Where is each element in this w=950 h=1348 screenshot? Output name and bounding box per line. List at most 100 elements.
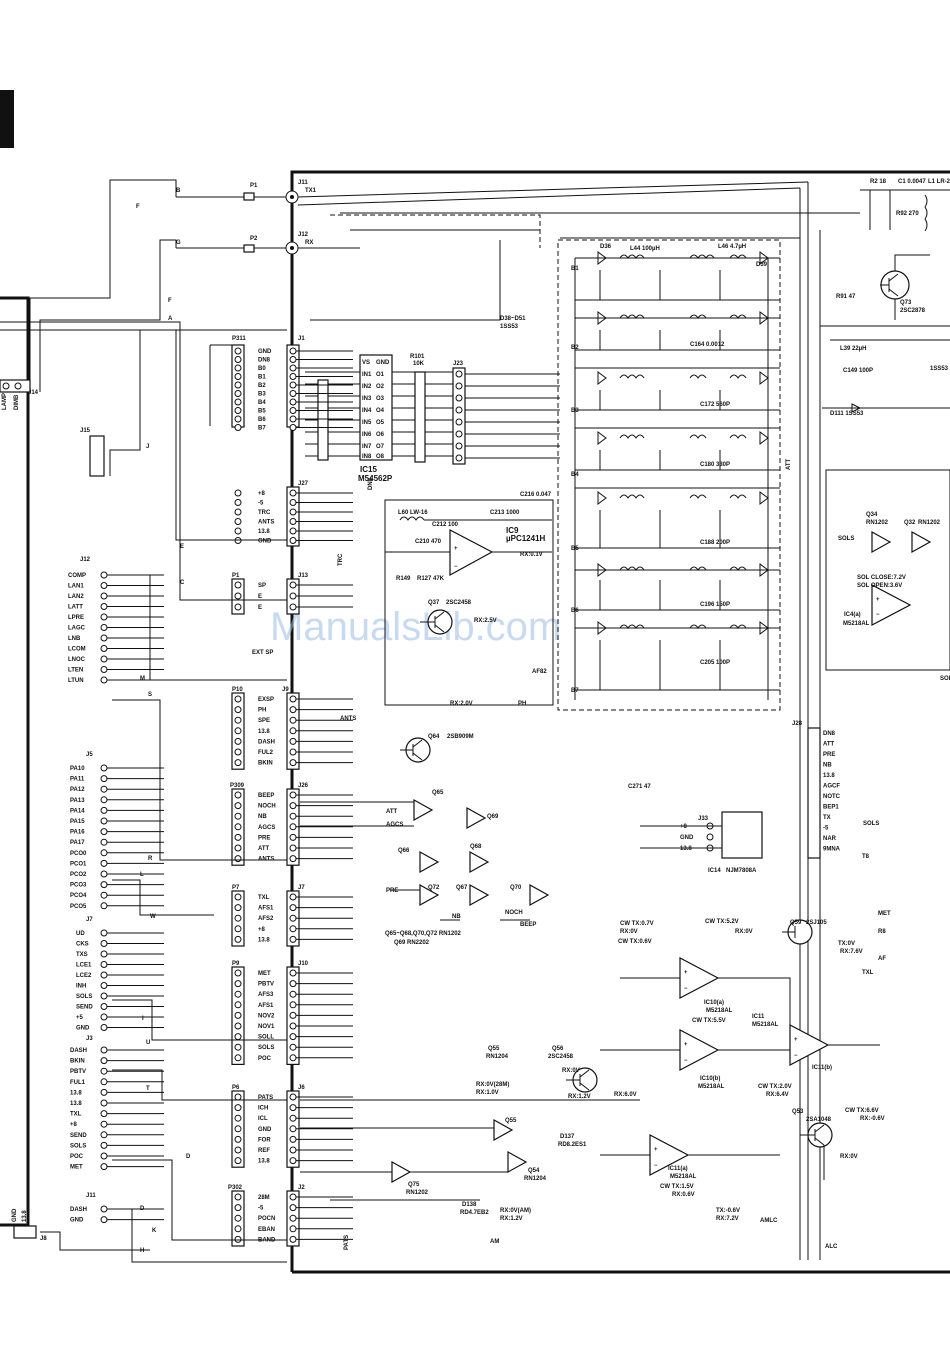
pin: [100, 666, 108, 673]
bus-letter: B: [176, 188, 181, 194]
pin-label: PA14: [70, 808, 85, 814]
pin-label: LCE2: [76, 973, 92, 979]
svg-text:O4: O4: [376, 408, 385, 414]
svg-text:Q69 RN2202: Q69 RN2202: [394, 940, 430, 946]
pin: [289, 398, 297, 406]
pin-label: PCO5: [70, 904, 87, 910]
svg-text:Q68: Q68: [470, 844, 482, 850]
svg-text:Q70: Q70: [510, 885, 522, 891]
pin: [289, 791, 297, 799]
pin-label: COMP: [68, 573, 86, 579]
pin: [100, 828, 108, 836]
pin: [234, 935, 242, 943]
pin-label: PCO3: [70, 883, 87, 889]
svg-text:O1: O1: [376, 372, 385, 378]
ic10-ic11-opamps: +− IC10(a) M5218AL +− IC10(b) M5218AL +−…: [600, 919, 885, 1222]
pin: [234, 518, 242, 525]
pin: [289, 347, 297, 355]
pin: [234, 990, 242, 998]
pin-label: PA16: [70, 830, 85, 836]
svg-text:RN1204: RN1204: [524, 1176, 547, 1182]
pin: [289, 833, 297, 841]
pin-label: PA10: [70, 766, 85, 772]
pin: [289, 581, 297, 589]
pin: [234, 914, 242, 922]
svg-text:RN1202: RN1202: [866, 520, 889, 526]
svg-text:SOLS: SOLS: [838, 536, 854, 542]
svg-text:2SC2878: 2SC2878: [900, 308, 926, 314]
pin-label: +8: [70, 1122, 78, 1128]
pin: [234, 695, 242, 703]
svg-text:R92 270: R92 270: [896, 211, 919, 217]
p7-label: P7: [232, 885, 240, 891]
pin: [100, 634, 108, 642]
pin-label: DN8: [823, 731, 836, 737]
q54-q56-group: Q56 2SC2458 Q55 RN1204 Q55 Q54 RN1204 Q7…: [300, 1046, 778, 1245]
pin-label: BKIN: [258, 761, 273, 767]
pin-label: +8: [680, 824, 688, 830]
svg-text:SOLS: SOLS: [863, 821, 879, 827]
svg-text:J5: J5: [86, 752, 93, 758]
p1-top-label: P1: [250, 183, 258, 189]
pin: [234, 424, 242, 431]
pin-label: 13.8: [258, 1159, 270, 1165]
svg-text:M5218AL: M5218AL: [843, 621, 870, 627]
bus-letter: L: [140, 872, 144, 878]
j13-label: J13: [298, 573, 309, 579]
pin: [706, 833, 714, 841]
pin-label: ATT: [823, 742, 835, 748]
svg-text:C216 0.047: C216 0.047: [520, 492, 552, 498]
pin: [100, 603, 108, 610]
q64-switch-group: Q64 2SB909M Q65 Q69 Q66 Q68 Q72 Q67 Q70 …: [300, 734, 550, 946]
svg-text:−: −: [794, 1053, 798, 1059]
pin-label: PA11: [70, 777, 85, 783]
svg-text:D36: D36: [600, 244, 612, 250]
j3-pins-group: DASHBKINPBTVFUL113.813.8TXL+8SENDSOLSPOC…: [70, 1046, 164, 1171]
pin: [289, 1054, 297, 1062]
svg-text:CW TX:0.7V: CW TX:0.7V: [620, 921, 654, 927]
svg-text:TRC: TRC: [338, 553, 344, 566]
svg-text:ATT: ATT: [786, 458, 792, 470]
j6-label: J6: [298, 1085, 305, 1091]
pin: [234, 1033, 242, 1041]
j9-label: J9: [282, 687, 289, 693]
pin: [289, 527, 297, 535]
pin-label: 13.8: [70, 1090, 82, 1096]
svg-text:B2: B2: [571, 345, 579, 351]
p9-label: P9: [232, 961, 240, 967]
svg-text:VS: VS: [362, 360, 370, 366]
svg-text:Q73: Q73: [900, 300, 912, 306]
pin-label: SOLS: [258, 1045, 274, 1051]
pin-label: POCN: [258, 1216, 275, 1222]
pin-label: DASH: [258, 739, 275, 745]
svg-text:J14: J14: [28, 390, 39, 396]
pin: [100, 1003, 108, 1010]
bus-letter: R: [148, 856, 153, 862]
svg-text:RX:2.0V: RX:2.0V: [450, 701, 473, 707]
svg-text:−: −: [454, 564, 458, 570]
svg-text:RX:7.6V: RX:7.6V: [840, 949, 863, 955]
svg-text:IN1: IN1: [362, 372, 372, 378]
svg-text:CW TX:0.6V: CW TX:0.6V: [618, 939, 652, 945]
svg-text:M5218AL: M5218AL: [706, 1008, 733, 1014]
pin-label: LTUN: [68, 678, 84, 684]
svg-text:B4: B4: [571, 472, 579, 478]
pin: [234, 364, 242, 372]
pin: [234, 1135, 242, 1143]
svg-text:O2: O2: [376, 384, 385, 390]
pin-label: BEP1: [823, 805, 839, 811]
pin: [234, 904, 242, 912]
svg-text:TXL: TXL: [862, 970, 874, 976]
svg-text:L46 4.7µH: L46 4.7µH: [718, 244, 746, 250]
svg-text:C172 560P: C172 560P: [700, 402, 730, 408]
svg-text:ALC: ALC: [825, 1244, 838, 1250]
j11-label: J11: [298, 180, 308, 186]
svg-text:PRE: PRE: [386, 888, 398, 894]
svg-text:CW TX:1.5V: CW TX:1.5V: [660, 1184, 694, 1190]
pin-label: EXSP: [258, 697, 274, 703]
